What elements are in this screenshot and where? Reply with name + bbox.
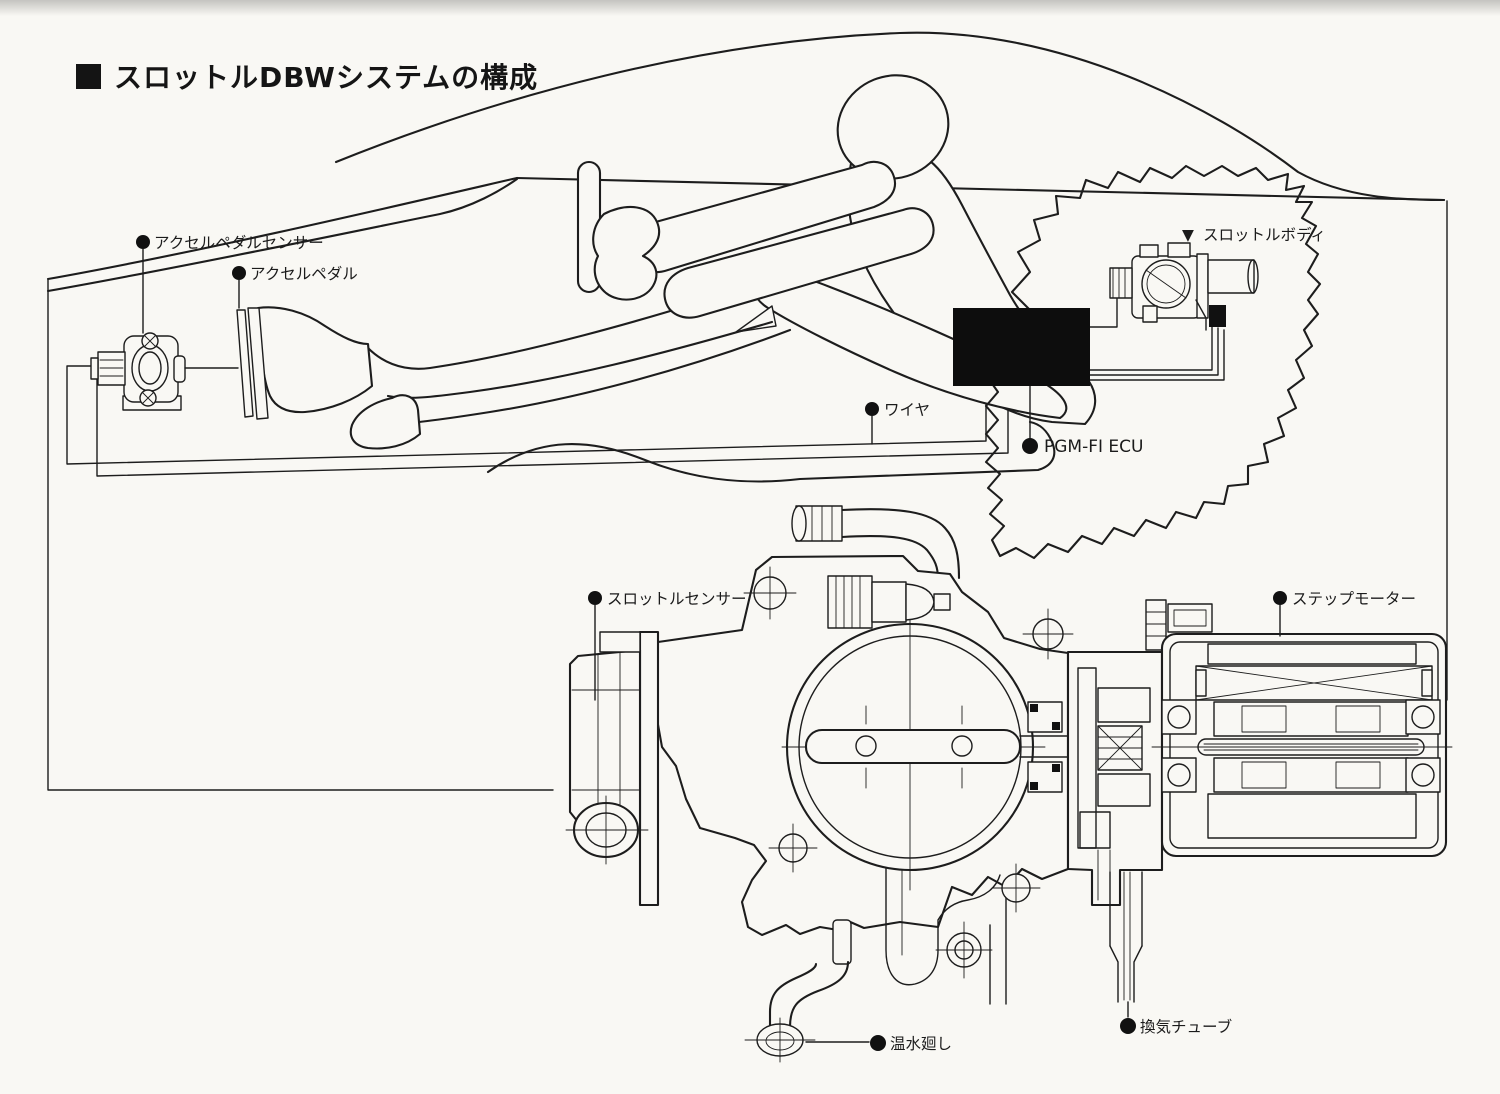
throttle-body-small-drawing (1109, 242, 1259, 331)
callout-throttle-body: ▼ スロットルボディ (1182, 225, 1326, 244)
label-accel-pedal-sensor: アクセルペダルセンサー (154, 234, 324, 252)
title-row: スロットルDBWシステムの構成 (76, 56, 538, 96)
warm-water-pipe-drawing (744, 919, 852, 1063)
step-motor-drawing (1151, 603, 1453, 858)
label-warm-water: 温水廻し (890, 1035, 952, 1053)
throttle-body-cross-section (565, 505, 1453, 1063)
foot-on-pedal (256, 306, 374, 414)
callout-throttle-sensor: スロットルセンサー (588, 590, 747, 701)
callout-accel-pedal-sensor: アクセルペダルセンサー (136, 234, 324, 334)
ecu-throttle-wires (1029, 298, 1225, 439)
accelerator-pedal-drawing (236, 307, 269, 420)
page-title: スロットルDBWシステムの構成 (114, 61, 539, 94)
label-wire: ワイヤ (884, 401, 930, 419)
label-vent-tube: 換気チューブ (1140, 1017, 1232, 1036)
accelerator-pedal-sensor-drawing (90, 332, 239, 411)
car-outline (46, 31, 1448, 791)
driver-figure (256, 74, 1097, 483)
label-throttle-sensor: スロットルセンサー (607, 590, 747, 608)
bullet-icon (1273, 591, 1287, 605)
bullet-icon (1120, 1018, 1136, 1034)
bullet-icon (1022, 438, 1038, 454)
knee-fold (735, 305, 777, 333)
callout-labels: アクセルペダルセンサー アクセルペダル ワイヤ PGM-FI ECU ▼ スロッ… (136, 225, 1416, 1053)
second-foot (349, 394, 422, 450)
callout-ecu: PGM-FI ECU (1022, 437, 1143, 457)
throttle-plate (804, 705, 1022, 789)
engine-bay-outline (984, 164, 1322, 560)
label-step-motor: ステップモーター (1292, 590, 1416, 608)
label-accel-pedal: アクセルペダル (250, 265, 358, 283)
gear-housing (1066, 599, 1167, 907)
callout-accel-pedal: アクセルペダル (232, 265, 358, 309)
triangle-marker-icon: ▼ (1182, 226, 1194, 244)
bullet-icon (588, 591, 602, 605)
label-ecu: PGM-FI ECU (1044, 437, 1143, 457)
label-throttle-body: スロットルボディ (1203, 225, 1326, 244)
bullet-icon (136, 235, 150, 249)
wiring-harness (66, 365, 1009, 477)
vent-tube-drawing (1109, 871, 1143, 1003)
sensor-connector-stack (827, 575, 951, 629)
hose-fitting (791, 505, 961, 581)
callout-step-motor: ステップモーター (1273, 590, 1416, 637)
ecu-box (953, 308, 1090, 386)
callout-warm-water: 温水廻し (805, 1035, 952, 1053)
hand-on-wheel (592, 206, 661, 301)
bolt-hole-crosshairs (743, 566, 1074, 979)
black-square-icon (76, 63, 101, 89)
callout-vent-tube: 換気チューブ (1120, 1001, 1232, 1036)
callout-wire: ワイヤ (865, 401, 930, 445)
bullet-icon (865, 402, 879, 416)
throttle-shaft (1019, 701, 1071, 793)
bullet-icon (232, 266, 246, 280)
bullet-icon (870, 1035, 886, 1051)
throttle-sensor-drawing (565, 630, 660, 907)
